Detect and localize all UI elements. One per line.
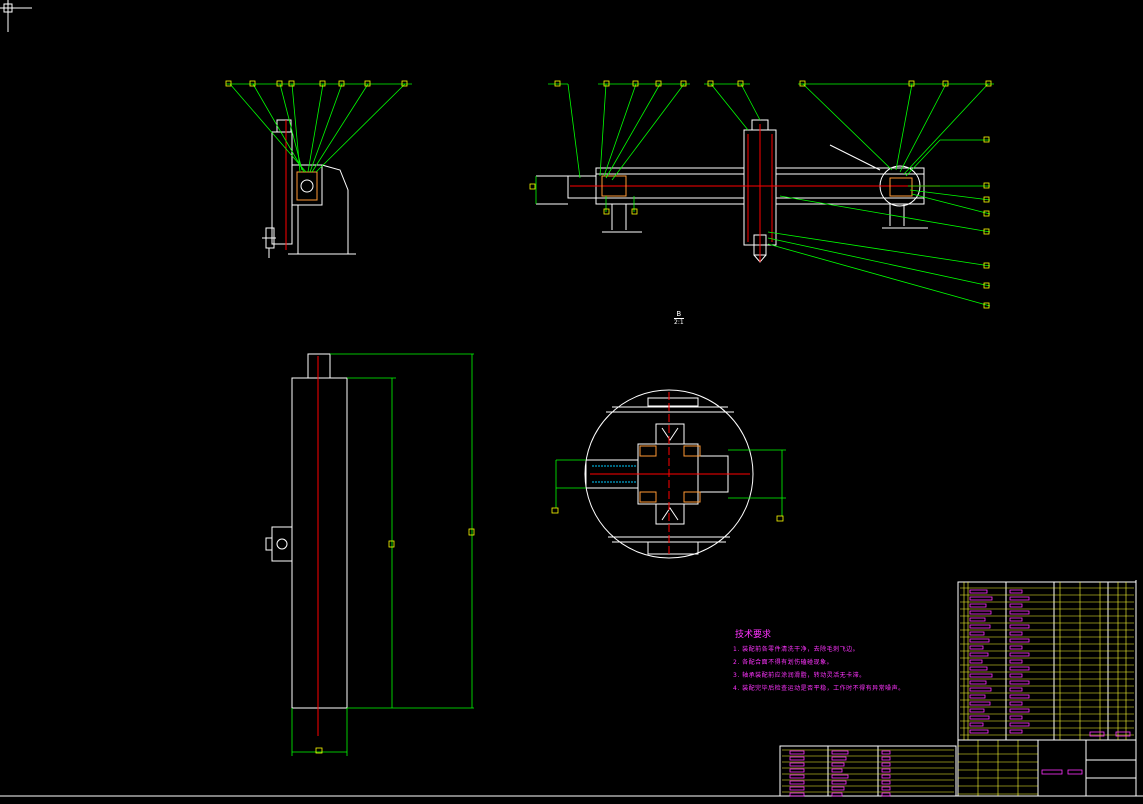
detail-view-dimensions <box>555 449 786 516</box>
parts-list-entry <box>1009 687 1023 692</box>
revision-entry <box>789 750 805 755</box>
parts-list-entry <box>1009 722 1030 727</box>
revision-entry <box>831 780 847 785</box>
parts-list-entry <box>969 680 987 685</box>
revision-entry <box>789 792 805 797</box>
parts-list-entry <box>1009 603 1023 608</box>
revision-entry <box>789 756 805 761</box>
title-block-entry <box>1067 769 1083 775</box>
parts-list-entry <box>969 589 988 594</box>
title-block-entry <box>1089 731 1105 737</box>
title-block-rows <box>782 582 1134 796</box>
revision-entry <box>831 756 847 761</box>
front-view-balloons <box>529 80 992 309</box>
plan-view <box>265 353 348 709</box>
revision-entry <box>881 780 891 785</box>
parts-list-entry <box>969 715 990 720</box>
title-block-entries <box>789 589 1131 797</box>
side-view <box>262 119 356 258</box>
front-view-details <box>570 124 940 262</box>
parts-list-entry <box>1009 596 1030 601</box>
parts-list-entry <box>1009 708 1030 713</box>
parts-list-entry <box>969 666 988 671</box>
parts-list-entry <box>1009 715 1023 720</box>
parts-list-entry <box>1009 701 1023 706</box>
parts-list-entry <box>1009 631 1023 636</box>
detail-view-dimension-texts <box>551 507 784 522</box>
revision-entry <box>789 780 805 785</box>
revision-entry <box>881 750 891 755</box>
revision-entry <box>831 750 849 755</box>
parts-list-entry <box>1009 589 1023 594</box>
parts-list-entry <box>1009 645 1023 650</box>
parts-list-entry <box>969 652 989 657</box>
revision-entry <box>831 762 845 767</box>
side-view-balloons <box>225 80 408 87</box>
parts-list-entry <box>969 624 991 629</box>
parts-list-entry <box>1009 666 1030 671</box>
detail-view-b <box>584 389 754 559</box>
revision-entry <box>789 774 805 779</box>
technical-requirement-item-4: 4. 装配完毕后检查运动是否平稳，工作时不得有异常噪声。 <box>733 685 905 692</box>
revision-entry <box>831 768 843 773</box>
side-view-leaders <box>226 83 412 173</box>
plan-view-dimension-texts <box>315 528 475 754</box>
parts-list-entry <box>969 638 990 643</box>
parts-list-entry <box>969 673 993 678</box>
parts-list-entry <box>969 694 986 699</box>
revision-entry <box>881 792 891 797</box>
revision-entry <box>881 786 891 791</box>
title-block-entry <box>1041 769 1063 775</box>
revision-entry <box>789 762 805 767</box>
title-block-entry <box>1115 731 1131 737</box>
revision-entry <box>789 786 805 791</box>
parts-list-entry <box>969 701 991 706</box>
parts-list-entry <box>1009 729 1023 734</box>
parts-list-entry <box>969 610 992 615</box>
revision-entry <box>789 768 805 773</box>
parts-list-entry <box>1009 652 1030 657</box>
technical-requirements-title: 技术要求 <box>735 630 772 640</box>
parts-list-entry <box>1009 659 1023 664</box>
detail-view-scale: 2:1 <box>674 318 684 326</box>
parts-list-entry <box>1009 610 1030 615</box>
parts-list-entry <box>969 631 985 636</box>
parts-list-entry <box>969 645 984 650</box>
parts-list-entry <box>1009 673 1023 678</box>
revision-entry <box>831 786 845 791</box>
plan-view-dimensions <box>291 353 474 756</box>
parts-list-entry <box>1009 624 1030 629</box>
parts-list-entry <box>1009 638 1030 643</box>
parts-list-entry <box>969 708 985 713</box>
front-view-leaders <box>535 83 994 307</box>
title-block <box>779 581 1137 797</box>
revision-entry <box>831 792 843 797</box>
parts-list-entry <box>969 687 992 692</box>
parts-list-entry <box>969 659 983 664</box>
revision-entry <box>881 756 891 761</box>
parts-list-entry <box>969 722 984 727</box>
technical-requirement-item-2: 2. 各配合面不得有划伤磕碰现象。 <box>733 659 834 666</box>
detail-view-label: B 2:1 <box>674 310 684 326</box>
detail-view-letter: B <box>676 310 682 318</box>
revision-entry <box>881 768 891 773</box>
parts-list-entry <box>969 596 993 601</box>
parts-list-entry <box>969 603 987 608</box>
front-view <box>536 119 928 263</box>
ucs-icon <box>0 0 32 32</box>
parts-list-entry <box>969 729 989 734</box>
technical-requirement-item-3: 3. 轴承装配前应涂润滑脂，转动灵活无卡滞。 <box>733 672 866 679</box>
parts-list-entry <box>1009 694 1030 699</box>
technical-requirement-item-1: 1. 装配前各零件清洗干净，去除毛刺飞边。 <box>733 646 860 653</box>
parts-list-entry <box>1009 680 1030 685</box>
revision-entry <box>831 774 849 779</box>
revision-entry <box>881 774 891 779</box>
parts-list-entry <box>969 617 986 622</box>
parts-list-entry <box>1009 617 1023 622</box>
revision-entry <box>881 762 891 767</box>
